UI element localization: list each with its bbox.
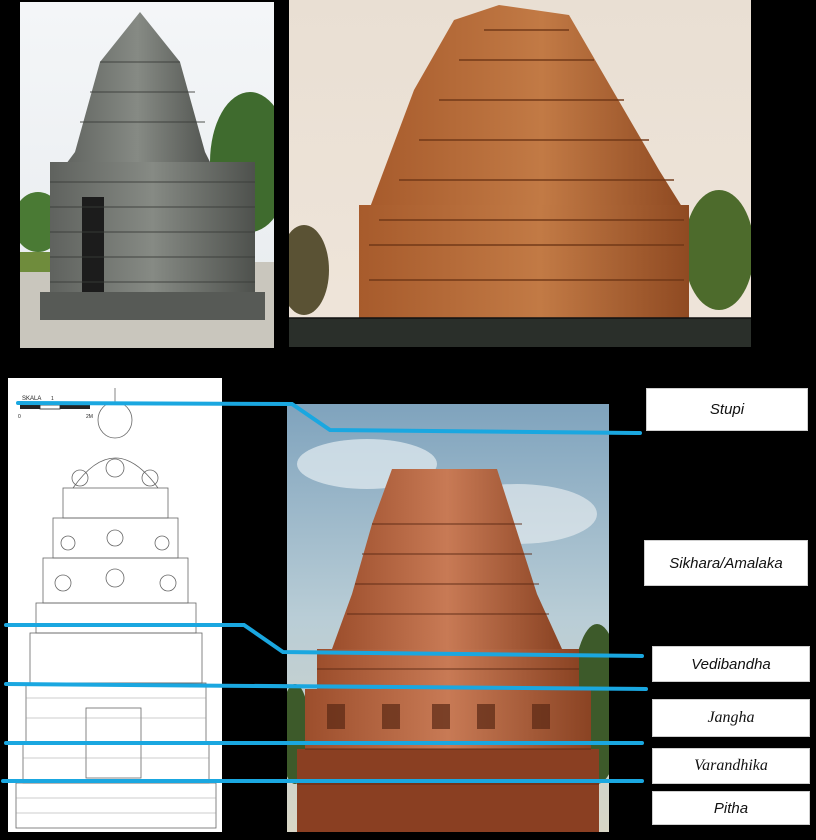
label-jangha: Jangha xyxy=(652,699,810,737)
label-stupi: Stupi xyxy=(646,388,808,431)
elevation-drawing: SKALA 0 1 2M xyxy=(8,378,222,832)
scale-tick-2: 2M xyxy=(86,414,93,420)
stone-temple-photo xyxy=(20,2,274,348)
scale-bar: SKALA 0 1 2M xyxy=(18,396,93,420)
brick-temple-sky-photo xyxy=(287,404,609,832)
label-varandhika: Varandhika xyxy=(652,748,810,784)
brick-temple-photo xyxy=(289,0,751,347)
scale-label: SKALA xyxy=(22,396,41,402)
scale-tick-0: 0 xyxy=(18,414,21,420)
label-sikhara-amalaka: Sikhara/Amalaka xyxy=(644,540,808,586)
label-pitha: Pitha xyxy=(652,791,810,825)
scale-tick-1: 1 xyxy=(51,396,54,402)
label-vedibandha: Vedibandha xyxy=(652,646,810,682)
